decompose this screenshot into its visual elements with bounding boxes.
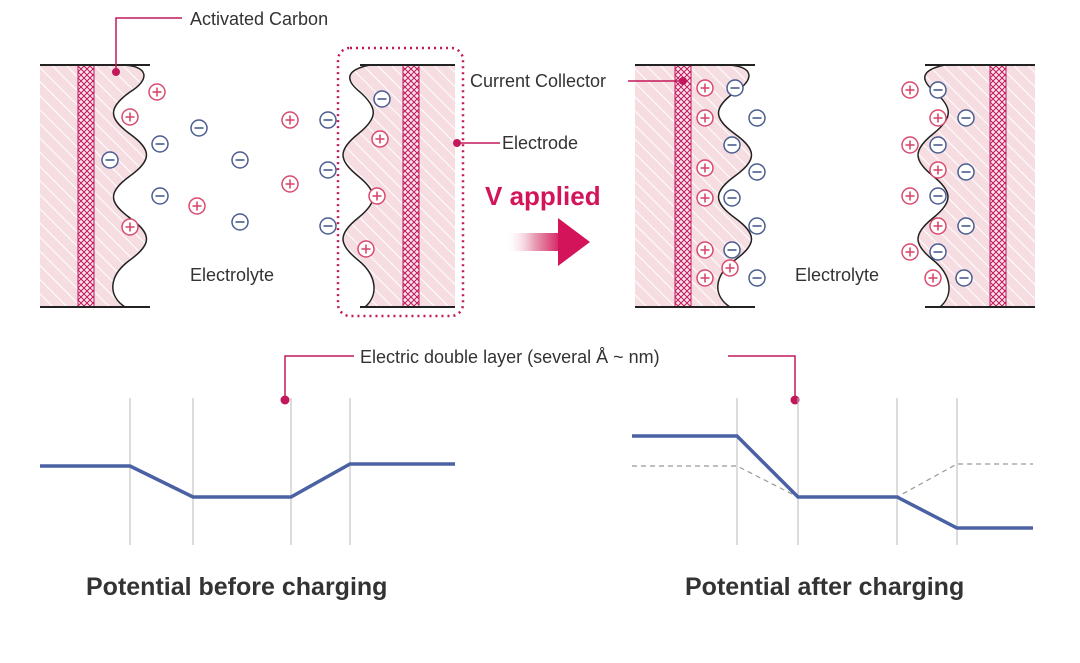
plus-circle-icon (371, 130, 389, 148)
minus-circle-icon (748, 109, 766, 127)
minus-circle-icon (319, 161, 337, 179)
label-electrode: Electrode (502, 133, 578, 153)
plus-circle-icon (929, 109, 947, 127)
minus-circle-icon (929, 81, 947, 99)
electrode-left-after (635, 64, 755, 308)
minus-circle-icon (151, 135, 169, 153)
title-after-charging: Potential after charging (685, 573, 964, 601)
potential-reference-dashed (632, 463, 1033, 498)
plus-circle-icon (121, 108, 139, 126)
current-collector-left-after (674, 64, 692, 308)
current-collector-left-before (77, 64, 95, 308)
ion-layer (101, 79, 975, 287)
current-collector-right-after (989, 64, 1007, 308)
title-before-charging: Potential before charging (86, 573, 387, 601)
minus-circle-icon (957, 163, 975, 181)
label-v-applied: V applied (485, 181, 601, 211)
plus-circle-icon (696, 269, 714, 287)
electrode-left-before (40, 64, 150, 308)
label-double-layer: Electric double layer (several Å ~ nm) (360, 347, 660, 367)
potential-before-line (40, 462, 455, 499)
potential-after-plot (632, 398, 1033, 545)
label-current-collector: Current Collector (470, 71, 606, 91)
minus-circle-icon (957, 217, 975, 235)
minus-circle-icon (231, 151, 249, 169)
plus-circle-icon (929, 217, 947, 235)
plus-circle-icon (188, 197, 206, 215)
plus-circle-icon (924, 269, 942, 287)
plus-circle-icon (696, 159, 714, 177)
minus-circle-icon (231, 213, 249, 231)
plus-circle-icon (901, 243, 919, 261)
plus-circle-icon (901, 81, 919, 99)
minus-circle-icon (957, 109, 975, 127)
potential-before-plot (40, 398, 455, 545)
minus-circle-icon (726, 79, 744, 97)
minus-circle-icon (723, 189, 741, 207)
plus-circle-icon (721, 259, 739, 277)
minus-circle-icon (319, 217, 337, 235)
minus-circle-icon (319, 111, 337, 129)
plus-circle-icon (357, 240, 375, 258)
plus-circle-icon (368, 187, 386, 205)
minus-circle-icon (929, 136, 947, 154)
minus-circle-icon (190, 119, 208, 137)
plus-circle-icon (696, 79, 714, 97)
minus-circle-icon (723, 136, 741, 154)
leader-dots (112, 68, 800, 405)
plus-circle-icon (901, 187, 919, 205)
minus-circle-icon (748, 217, 766, 235)
minus-circle-icon (101, 151, 119, 169)
minus-circle-icon (373, 90, 391, 108)
electrode-highlight-box (336, 46, 465, 318)
plus-circle-icon (696, 241, 714, 259)
label-electrolyte-before: Electrolyte (190, 265, 274, 285)
label-electrolyte-after: Electrolyte (795, 265, 879, 285)
plus-circle-icon (148, 83, 166, 101)
current-collector-right-before (402, 64, 420, 308)
plus-circle-icon (929, 161, 947, 179)
label-activated-carbon: Activated Carbon (190, 9, 328, 29)
plus-circle-icon (901, 136, 919, 154)
minus-circle-icon (748, 163, 766, 181)
minus-circle-icon (929, 187, 947, 205)
potential-after-line (632, 434, 1033, 530)
plus-circle-icon (281, 175, 299, 193)
plus-circle-icon (696, 109, 714, 127)
minus-circle-icon (151, 187, 169, 205)
arrow-right-icon (505, 218, 590, 266)
leader-lines (115, 17, 796, 398)
plus-circle-icon (696, 189, 714, 207)
plus-circle-icon (121, 218, 139, 236)
electrode-right-before (336, 46, 465, 318)
minus-circle-icon (955, 269, 973, 287)
minus-circle-icon (748, 269, 766, 287)
minus-circle-icon (929, 243, 947, 261)
plus-circle-icon (281, 111, 299, 129)
minus-circle-icon (723, 241, 741, 259)
